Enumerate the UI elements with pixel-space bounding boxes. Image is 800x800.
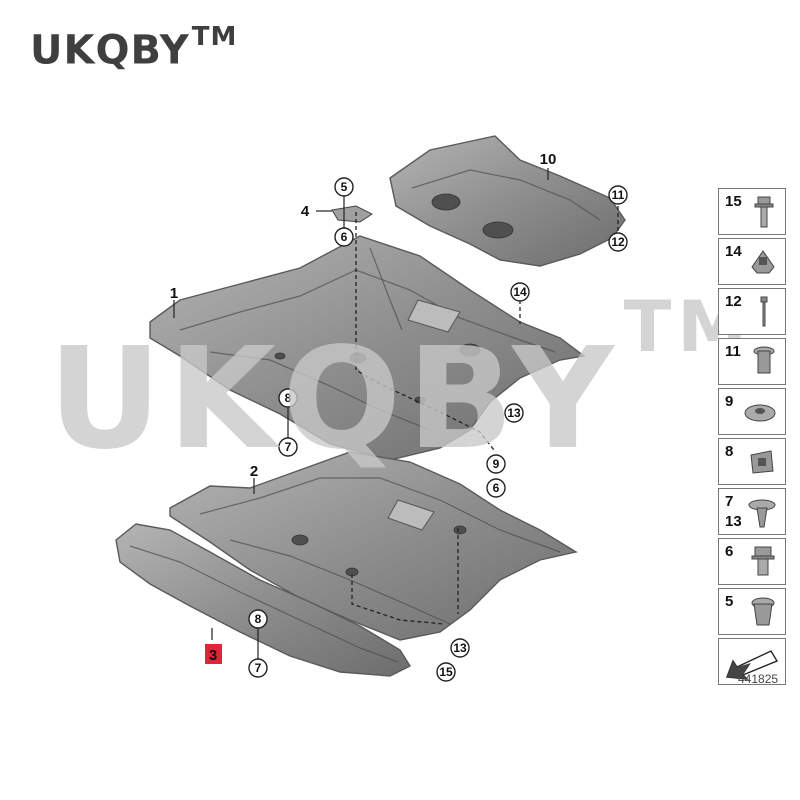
legend-number: 7 [725, 493, 734, 510]
watermark: UKQBYTM [48, 286, 753, 481]
brand-name: UKQBY [30, 27, 190, 74]
callout-7-lower: 7 [248, 658, 268, 678]
callout-8-upper: 8 [278, 388, 298, 408]
grommet-icon [751, 597, 775, 626]
callout-13-lower: 13 [450, 638, 470, 658]
callout-8-lower: 8 [248, 609, 268, 629]
callout-7-upper: 7 [278, 437, 298, 457]
callout-11: 11 [608, 185, 628, 205]
legend-number: 14 [725, 243, 742, 260]
legend-item-14: 14 [718, 238, 786, 285]
legend-item-6: 6 [718, 538, 786, 585]
svg-text:8: 8 [285, 391, 292, 405]
part-4-label: 4 [301, 203, 310, 220]
legend-item-12: 12 [718, 288, 786, 335]
legend-item-8: 8 [718, 438, 786, 485]
callout-9: 9 [486, 454, 506, 474]
part-3-highlight [205, 644, 222, 664]
part-4-bracket [316, 205, 373, 223]
legend-item-7-13: 7 13 [718, 488, 786, 535]
svg-text:9: 9 [493, 457, 500, 471]
callout-15: 15 [436, 662, 456, 682]
part-2-lower-panel [169, 451, 578, 641]
assembly-lines [351, 206, 619, 625]
svg-text:13: 13 [507, 406, 521, 420]
push-rivet-icon [748, 499, 776, 528]
diagram-id: 441825 [738, 672, 779, 686]
bolt-icon [754, 196, 774, 228]
washer-icon [744, 404, 776, 422]
callout-14: 14 [510, 282, 530, 302]
svg-text:11: 11 [612, 188, 625, 202]
flange-bolt-icon [751, 546, 775, 576]
svg-text:13: 13 [453, 641, 467, 655]
legend-item-direction [718, 638, 786, 685]
part-1-underbody-panel [149, 235, 586, 461]
svg-text:6: 6 [341, 230, 348, 244]
legend-number: 5 [725, 593, 734, 610]
part-1-label: 1 [170, 285, 178, 302]
clip-nut-icon [750, 450, 774, 474]
legend-number: 12 [725, 293, 742, 310]
svg-text:7: 7 [255, 661, 262, 675]
legend-number: 11 [725, 343, 741, 360]
svg-text:12: 12 [611, 235, 625, 249]
part-10-label: 10 [540, 151, 557, 168]
legend-item-9: 9 [718, 388, 786, 435]
direction-arrow-icon [726, 650, 779, 680]
callout-6-lower: 6 [486, 478, 506, 498]
svg-text:5: 5 [341, 180, 348, 194]
legend-number: 15 [725, 193, 742, 210]
legend-item-11: 11 [718, 338, 786, 385]
legend-item-15: 15 [718, 188, 786, 235]
svg-text:8: 8 [255, 612, 262, 626]
svg-text:7: 7 [285, 440, 292, 454]
legend-number: 9 [725, 393, 734, 410]
expanding-nut-icon [753, 346, 775, 374]
part-2-label: 2 [250, 463, 258, 480]
fastener-legend: 15 14 12 11 9 8 7 13 6 5 [718, 188, 786, 688]
rivet-icon [760, 296, 768, 327]
callout-6-upper: 6 [334, 227, 354, 247]
callout-12: 12 [608, 232, 628, 252]
part-3-front-shield [115, 523, 412, 677]
callout-13-upper: 13 [504, 403, 524, 423]
clip-nut-icon [751, 250, 775, 274]
watermark-name: UKQBY [48, 318, 620, 481]
legend-number: 8 [725, 443, 734, 460]
legend-number-secondary: 13 [725, 513, 742, 530]
svg-text:6: 6 [493, 481, 500, 495]
brand-logo: UKQBYTM [30, 22, 237, 74]
callout-5: 5 [334, 177, 354, 197]
legend-number: 6 [725, 543, 734, 560]
part-3-label: 3 [209, 647, 217, 664]
legend-item-5: 5 [718, 588, 786, 635]
part-10-shield [389, 135, 626, 267]
svg-text:15: 15 [439, 665, 453, 679]
brand-mark: TM [191, 22, 238, 52]
svg-text:14: 14 [513, 285, 527, 299]
